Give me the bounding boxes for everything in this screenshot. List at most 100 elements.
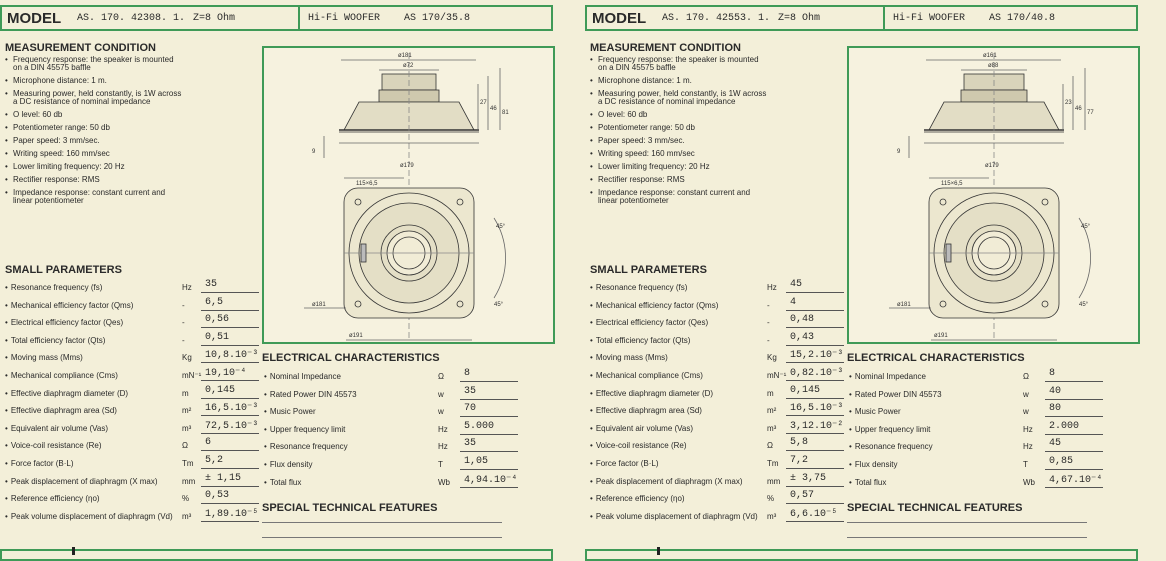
param-unit: Kg [767,353,777,363]
param-value: 2.000 [1045,421,1103,435]
param-unit: Tm [182,459,194,468]
param-value: 45 [786,279,844,293]
small-parameter-row: Total efficiency factor (Qts)-0,43 [590,332,844,349]
speaker-drawing-svg: ø181 ø72 ø179 27 46 81 9 115×6,5 ø181 ø1… [304,53,509,341]
param-value: 6,6.10⁻⁵ [786,508,844,522]
condition-item: Paper speed: 3 mm/sec. [5,137,183,146]
small-parameter-row: Peak displacement of diaphragm (X max)mm… [5,473,259,490]
param-value: 80 [1045,403,1103,418]
speaker-drawing: ø161 ø88 ø179 23 46 77 9 115×6,5 ø181 ø1… [847,46,1140,344]
param-unit: w [1023,407,1029,417]
param-label: Upper frequency limit [264,425,346,434]
param-value: 4,67.10⁻⁴ [1045,474,1103,488]
param-unit: m² [182,406,192,416]
param-label: Nominal Impedance [264,372,341,381]
param-label: Force factor (B·L) [590,459,659,468]
model-label: MODEL [7,9,62,27]
small-parameter-row: Effective diaphragm diameter (D)m0,145 [5,385,259,402]
param-label: Total efficiency factor (Qts) [5,336,106,345]
param-label: Effective diaphragm area (Sd) [590,406,702,415]
measurement-conditions: Frequency response: the speaker is mount… [590,56,768,210]
param-label: Total efficiency factor (Qts) [590,336,691,345]
model-reference: AS 170/35.8 [404,12,471,24]
electrical-title: ELECTRICAL CHARACTERISTICS [847,352,1025,364]
param-unit: Ω [767,441,773,451]
param-unit: - [767,300,770,310]
param-label: Resonance frequency (fs) [590,283,688,292]
param-unit: m [767,388,774,398]
dim-h2: 46 [1075,106,1082,112]
dim-mount-diameter: ø181 [312,302,326,308]
dim-frame-diameter: ø179 [400,163,414,169]
param-label: Total flux [264,478,302,487]
param-unit: mN⁻¹ [182,371,202,380]
condition-item: Rectifier response: RMS [5,176,183,185]
dim-h1: 27 [480,100,487,106]
param-label: Voice-coil resistance (Re) [5,441,102,450]
param-unit: % [767,494,775,504]
condition-item: Frequency response: the speaker is mount… [5,56,183,72]
param-unit: Ω [1023,372,1029,381]
param-label: Upper frequency limit [849,425,931,434]
param-label: Equivalent air volume (Vas) [590,424,693,433]
param-unit: w [438,407,444,417]
datasheet-right: MODEL AS. 170. 42553. 1. Z=8 Ohm Hi-Fi W… [585,0,1145,561]
dim-magnet-diameter: ø88 [988,63,999,69]
param-value: ± 3,75 [786,473,844,487]
special-features-title: SPECIAL TECHNICAL FEATURES [262,502,438,514]
param-label: Flux density [264,460,313,469]
dim-mount-diameter: ø181 [897,302,911,308]
small-parameter-row: Mechanical compliance (Cms)mN⁻¹0,82.10⁻³ [590,367,844,384]
param-value: 35 [460,438,518,453]
param-label: Moving mass (Mms) [5,353,83,362]
param-value: 19,10⁻⁴ [201,367,259,381]
param-label: Total flux [849,478,887,487]
header-divider [298,5,300,31]
small-parameter-row: Peak displacement of diaphragm (X max)mm… [590,473,844,490]
small-parameter-row: Mechanical efficiency factor (Qms)-4 [590,297,844,314]
footer-box [585,549,1138,561]
param-value: 10,8.10⁻³ [201,349,259,364]
param-value: 3,12.10⁻² [786,420,844,434]
special-features-line [847,537,1087,538]
small-parameter-row: Force factor (B·L)Tm5,2 [5,455,259,472]
param-label: Peak displacement of diaphragm (X max) [590,477,743,486]
param-value: 8 [460,368,518,382]
model-type-code: AS. 170. 42308. 1. [77,12,186,24]
dim-outer-diameter: ø191 [934,333,948,339]
param-value: 4,94.10⁻⁴ [460,474,518,488]
measurement-title: MEASUREMENT CONDITION [590,42,741,54]
param-label: Mechanical efficiency factor (Qms) [5,301,134,310]
param-value: 8 [1045,368,1103,382]
condition-item: Impedance response: constant current and… [5,189,183,205]
param-value: 7,2 [786,455,844,469]
param-unit: Hz [182,283,192,292]
model-reference: AS 170/40.8 [989,12,1056,24]
footer-box [0,549,553,561]
model-header: MODEL AS. 170. 42553. 1. Z=8 Ohm Hi-Fi W… [585,5,1138,31]
param-unit: T [1023,460,1028,469]
param-value: 0,53 [201,490,259,505]
model-type-code: AS. 170. 42553. 1. [662,12,771,24]
special-features-line [262,522,502,523]
param-unit: T [438,460,443,469]
dim-top-diameter: ø161 [983,53,997,59]
small-parameters-title: SMALL PARAMETERS [5,264,122,276]
param-label: Force factor (B·L) [5,459,74,468]
param-label: Resonance frequency (fs) [5,283,103,292]
dim-angle-1: 45° [496,224,506,230]
condition-item: O level: 60 db [590,111,768,120]
param-value: 0,56 [201,314,259,329]
condition-item: Impedance response: constant current and… [590,189,768,205]
param-unit: Hz [438,424,448,434]
small-parameter-row: Total efficiency factor (Qts)-0,51 [5,332,259,349]
param-label: Peak displacement of diaphragm (X max) [5,477,158,486]
